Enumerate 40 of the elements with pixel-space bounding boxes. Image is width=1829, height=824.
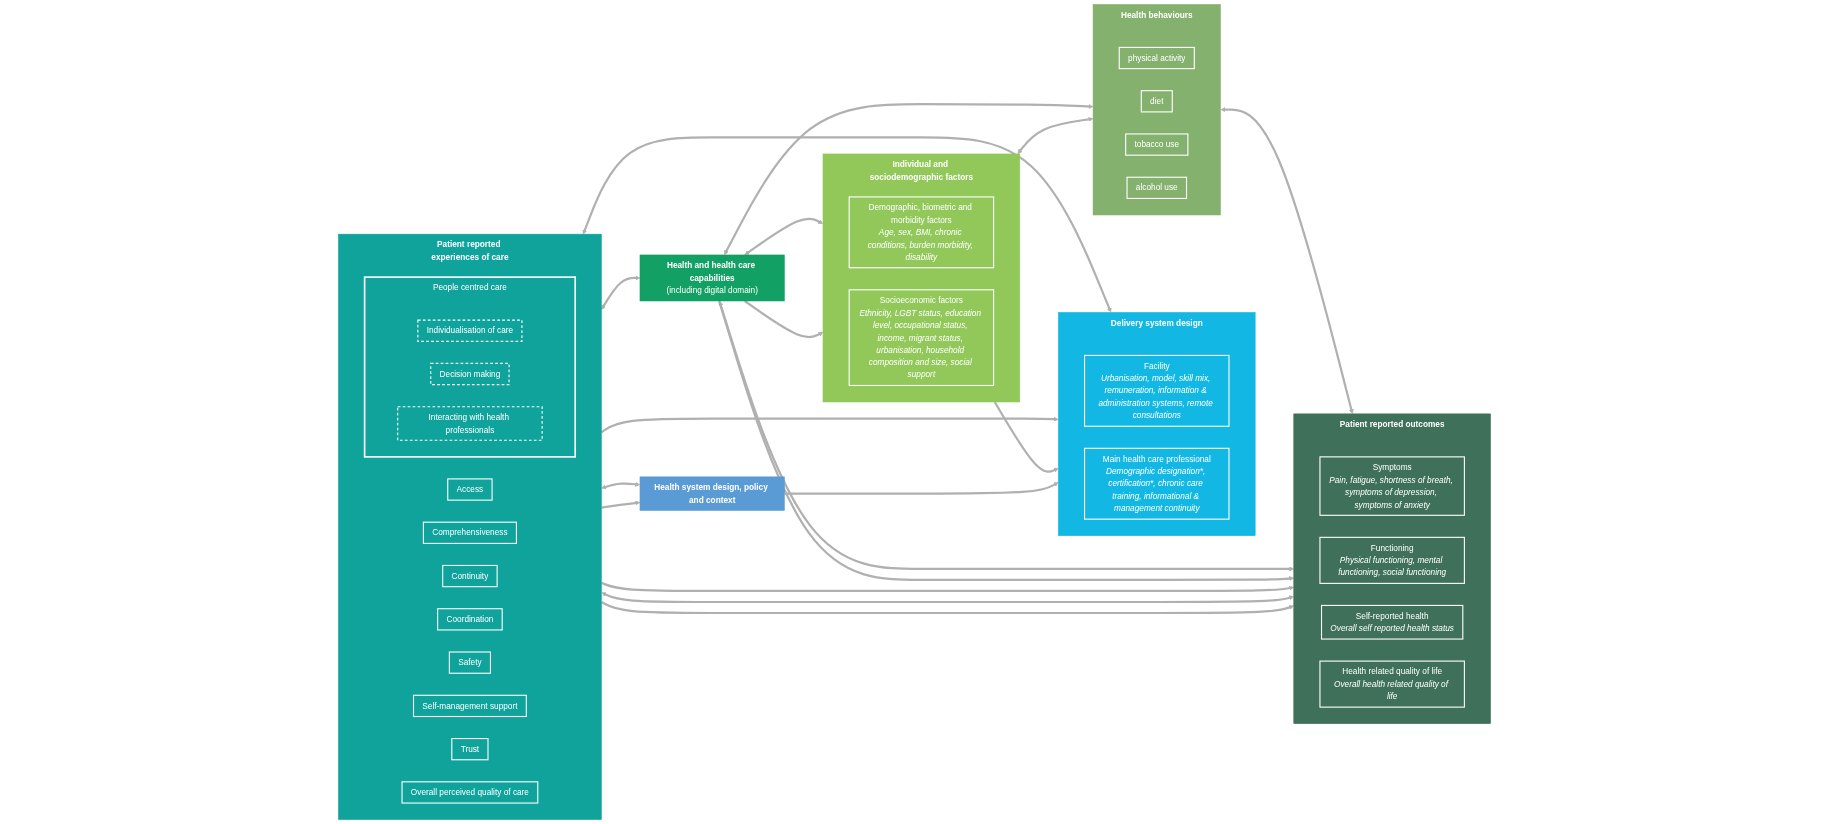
node-box: Continuity [442,564,498,588]
node-box: alcohol use [1126,176,1188,199]
node-box: Symptoms Pain, fatigue, shortness of breath, symptoms of depression, symptoms of anxiety [1319,456,1465,516]
node-box: Self-management support [412,694,527,718]
arrow [1220,107,1354,415]
node-box: diet [1140,90,1173,113]
arrow [601,275,641,310]
node-box: Socioeconomic factors Ethnicity, LGBT status, education level, occupational status, income, migrant status, urbanisation, household composition and size, social support [848,289,995,387]
arrow [601,481,640,490]
node-box: physical activity [1118,46,1195,70]
node-box: Trust [451,738,489,761]
arrow [601,500,641,509]
arrow [601,592,1294,604]
node-box: Coordination [437,608,503,631]
node-box: Overall perceived quality of care [401,781,539,804]
arrow [993,401,1059,473]
arrow [784,482,1059,495]
node-box: tobacco use [1125,133,1189,156]
node-box: Main health care professional Demographic designation*, certification*, chronic care training, informational & management continuity [1084,447,1230,520]
arrow [600,581,1294,593]
arrow [600,416,1059,434]
node-box: Decision making [430,362,510,386]
node-box: Functioning Physical functioning, mental functioning, social functioning [1319,536,1465,584]
node-box: Health and health care capabilities (including digital domain) [639,254,785,302]
node-box: Self-reported health Overall self reported health status [1321,604,1464,640]
node-box: Health system design, policy and context [639,476,785,511]
node-box: Safety [448,651,491,674]
node-box: Comprehensiveness [422,521,517,544]
node-box: Access [447,478,493,501]
node-box: Facility Urbanisation, model, skill mix, remuneration, information & administration systems, remote consultations [1084,354,1230,427]
node-box: Interacting with health professionals [397,406,543,441]
arrow [744,300,824,339]
node-box: Individualisation of care [417,319,523,342]
node-box: Health related quality of life Overall health related quality of life [1319,660,1465,708]
node-box: Demographic, biometric and morbidity factors Age, sex, BMI, chronic conditions, burden morbidity, disability [848,196,995,269]
arrow [744,217,823,256]
arrow [724,103,1094,255]
arrow [582,136,1112,313]
arrow [1017,116,1094,154]
arrow [600,601,1294,615]
